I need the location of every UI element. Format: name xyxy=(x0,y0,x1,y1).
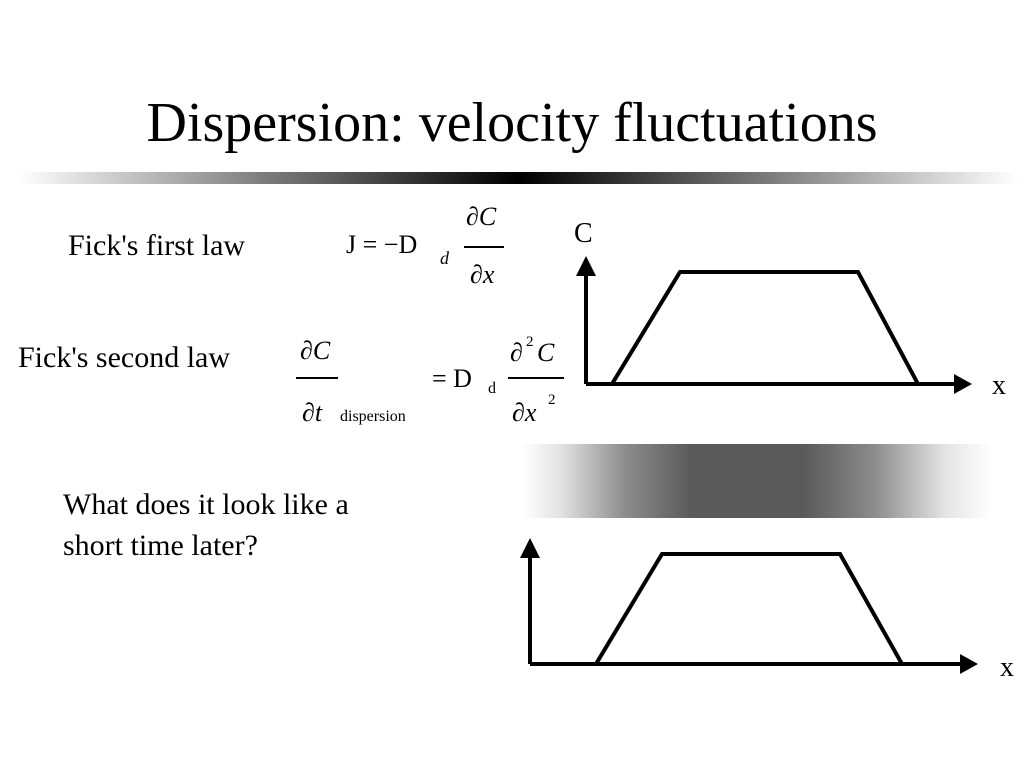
fick-first-law-equation: J = −D d ∂C ∂x xyxy=(346,200,516,300)
flux-denominator: ∂x xyxy=(470,260,495,289)
bottom-concentration-plot: x xyxy=(520,538,1014,683)
second-law-rhs-coefficient: = D xyxy=(432,364,472,393)
fick-first-law-label: Fick's first law xyxy=(68,229,246,262)
fick-second-law-label: Fick's second law xyxy=(18,341,231,374)
question-text: What does it look like a short time late… xyxy=(63,488,349,562)
second-law-rhs-numerator-c: C xyxy=(537,338,555,367)
flux-diffusivity-subscript: d xyxy=(440,248,449,268)
second-law-lhs-numerator: ∂C xyxy=(300,336,331,365)
flux-lhs: J = −D xyxy=(346,230,418,259)
second-law-lhs-denominator: ∂t xyxy=(302,398,323,427)
flux-fraction-bar xyxy=(464,246,504,248)
top-concentration-curve xyxy=(610,270,920,386)
second-law-rhs-subscript: d xyxy=(488,380,496,397)
second-law-rhs-denominator: ∂x xyxy=(512,398,537,427)
title-divider xyxy=(18,172,1018,184)
gradient-overlay-band xyxy=(522,444,992,518)
second-law-lhs-fraction-bar xyxy=(296,377,338,379)
bottom-x-axis-label: x xyxy=(1000,652,1014,683)
top-concentration-plot: C x xyxy=(574,218,1006,401)
second-law-rhs-fraction-bar xyxy=(508,377,564,379)
second-law-rhs-denominator-exponent: 2 xyxy=(548,392,556,408)
flux-numerator: ∂C xyxy=(466,202,497,231)
second-law-lhs-subscript: dispersion xyxy=(340,408,406,425)
second-law-rhs-numerator-partial: ∂ xyxy=(510,338,523,367)
slide-title: Dispersion: velocity fluctuations xyxy=(146,92,878,154)
bottom-concentration-curve xyxy=(594,552,904,666)
top-x-axis-arrowhead xyxy=(954,374,972,394)
bottom-x-axis-arrowhead xyxy=(960,654,978,674)
bottom-y-axis-arrowhead xyxy=(520,538,540,558)
top-y-axis-label: C xyxy=(574,218,593,249)
top-x-axis-label: x xyxy=(992,370,1006,401)
fick-second-law-equation: ∂C ∂t dispersion = D d ∂ 2 C ∂x 2 xyxy=(296,332,576,438)
second-law-rhs-numerator-exponent: 2 xyxy=(526,334,534,350)
top-y-axis-arrowhead xyxy=(576,256,596,276)
